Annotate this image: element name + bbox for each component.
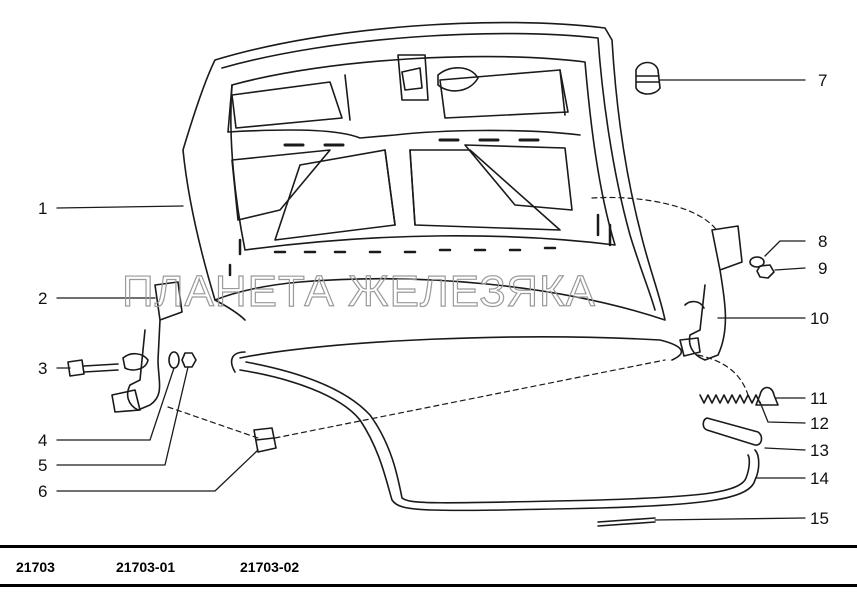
callout-labels: 1 2 3 4 5 6 7 8 9 10 11 12 13 14 15 [38, 71, 829, 528]
callout-15: 15 [810, 509, 829, 528]
callout-10: 10 [810, 309, 829, 328]
lock-striker [253, 427, 277, 453]
callout-13: 13 [810, 441, 829, 460]
callout-8: 8 [818, 232, 827, 251]
bump-stop [635, 61, 661, 95]
callout-1: 1 [38, 199, 47, 218]
hinge-bolt [67, 359, 119, 377]
callout-7: 7 [818, 71, 827, 90]
right-washer [749, 256, 765, 268]
model-applicability-bar: 21703 21703-01 21703-02 [0, 545, 857, 587]
callout-3: 3 [38, 359, 47, 378]
spring [699, 394, 761, 404]
hinge-washer [168, 351, 180, 369]
right-hinge [688, 225, 743, 361]
sleeve [702, 417, 763, 446]
right-nut [756, 264, 775, 279]
hinge-nut [181, 352, 197, 368]
callout-9: 9 [818, 259, 827, 278]
trunk-seal [230, 336, 760, 512]
callout-4: 4 [38, 431, 47, 450]
watermark-text: ПЛАНЕТА ЖЕЛЕЗЯКА [122, 267, 596, 316]
model-code-1: 21703 [16, 559, 55, 575]
callout-5: 5 [38, 456, 47, 475]
trunk-lid-exploded-diagram: ПЛАНЕТА ЖЕЛЕЗЯКА 1 2 3 4 5 6 7 8 9 10 11… [38, 21, 829, 528]
trunk-lid-inner-frame [230, 55, 616, 251]
trunk-lid-outline [182, 21, 666, 321]
callout-2: 2 [38, 289, 47, 308]
callout-11: 11 [810, 389, 828, 408]
pin [597, 517, 656, 527]
callout-14: 14 [810, 469, 829, 488]
model-code-3: 21703-02 [240, 559, 300, 575]
callout-6: 6 [38, 482, 47, 501]
clip [755, 386, 779, 406]
model-code-2: 21703-01 [116, 559, 176, 575]
callout-12: 12 [810, 414, 829, 433]
